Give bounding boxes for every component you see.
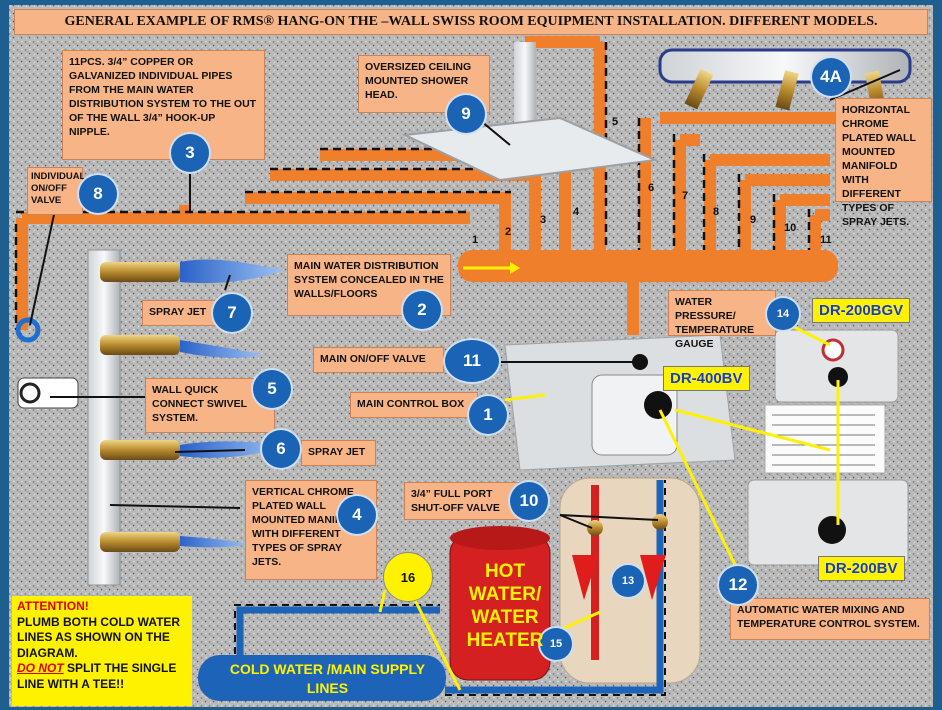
label-spray-jet-6: SPRAY JET <box>301 440 376 466</box>
label-main-valve: MAIN ON/OFF VALVE <box>313 347 444 373</box>
label-control-box: MAIN CONTROL BOX <box>350 392 478 418</box>
pipe-number: 1 <box>472 234 479 246</box>
badge-6: 6 <box>262 430 300 468</box>
cold-line-1: COLD WATER /MAIN SUPPLY <box>229 661 426 677</box>
badge-2: 2 <box>403 291 441 329</box>
badge-4a: 4A <box>812 58 850 96</box>
label-vertical-manifold: VERTICAL CHROME PLATED WALL MOUNTED MANI… <box>245 480 377 580</box>
attention-do-not: DO NOT <box>17 661 64 675</box>
individual-valve-ring <box>15 317 41 343</box>
attention-box: ATTENTION! PLUMB BOTH COLD WATER LINES A… <box>12 596 192 706</box>
cold-valve-handle <box>640 555 666 600</box>
water-heater-label: HOT WATER/ WATER HEATER <box>455 560 555 652</box>
attention-line-2: SPLIT THE SINGLE LINE WITH A TEE!! <box>17 661 177 691</box>
shower-arm <box>514 42 536 130</box>
pointer-lines <box>29 69 901 529</box>
badge-12: 12 <box>719 566 757 604</box>
badge-8: 8 <box>79 175 117 213</box>
label-shutoff-valve: 3/4” FULL PORT SHUT-OFF VALVE <box>404 482 527 520</box>
badge-13: 13 <box>612 565 644 597</box>
pipe-number: 8 <box>713 206 720 218</box>
label-spray-jet-7: SPRAY JET <box>142 300 218 326</box>
pipe-number: 9 <box>750 214 757 226</box>
badge-1: 1 <box>469 396 507 434</box>
model-dr200bgv: DR-200BGV <box>812 298 911 323</box>
pipe-number: 6 <box>648 182 655 194</box>
attention-heading: ATTENTION! <box>17 599 89 613</box>
label-pressure-gauge: WATER PRESSURE/ TEMPERATURE GAUGE <box>668 290 776 350</box>
label-copper-pipes: 11PCS. 3/4” COPPER OR GALVANIZED INDIVID… <box>62 50 265 160</box>
cold-water-label: COLD WATER /MAIN SUPPLY LINES <box>205 660 450 698</box>
pipe-number: 11 <box>820 234 832 246</box>
model-dr200bv: DR-200BV <box>818 556 905 581</box>
yellow-pointers <box>378 318 840 691</box>
pipe-number: 3 <box>540 214 547 226</box>
badge-5: 5 <box>253 370 291 408</box>
vertical-manifold <box>87 249 121 586</box>
pipe-number: 2 <box>505 226 512 238</box>
heater-line-4: HEATER <box>466 630 544 651</box>
shower-head <box>401 116 659 182</box>
badge-3: 3 <box>171 134 209 172</box>
heater-line-2: WATER/ <box>468 584 542 605</box>
page-title: GENERAL EXAMPLE OF RMS® HANG-ON THE –WAL… <box>14 9 928 35</box>
badge-7: 7 <box>213 294 251 332</box>
badge-9: 9 <box>447 95 485 133</box>
pipe-number: 7 <box>682 190 689 202</box>
label-shower-head: OVERSIZED CEILING MOUNTED SHOWER HEAD. <box>358 55 490 113</box>
label-individual-valve: INDIVIDUAL ON/OFF VALVE <box>27 167 85 215</box>
main-distribution-header <box>458 250 838 282</box>
badge-11: 11 <box>445 340 499 382</box>
pipe-number: 4 <box>573 206 580 218</box>
cold-line-2: LINES <box>306 680 349 696</box>
attention-line-1: PLUMB BOTH COLD WATER LINES AS SHOWN ON … <box>17 614 181 660</box>
hot-valve-handle <box>572 555 598 600</box>
label-horizontal-manifold: HORIZONTAL CHROME PLATED WALL MOUNTED MA… <box>835 98 932 228</box>
badge-15: 15 <box>540 628 572 660</box>
heater-line-1: HOT <box>484 561 526 582</box>
pipe-number: 5 <box>612 116 619 128</box>
badge-16: 16 <box>383 552 433 602</box>
cold-water-main-pipe <box>198 655 446 701</box>
model-dr400bv: DR-400BV <box>663 366 750 391</box>
pipe-number: 10 <box>784 222 797 234</box>
label-mixing-system: AUTOMATIC WATER MIXING AND TEMPERATURE C… <box>730 598 930 640</box>
heater-line-3: WATER <box>471 607 539 628</box>
badge-14: 14 <box>767 298 799 330</box>
badge-10: 10 <box>510 482 548 520</box>
badge-4: 4 <box>338 496 376 534</box>
